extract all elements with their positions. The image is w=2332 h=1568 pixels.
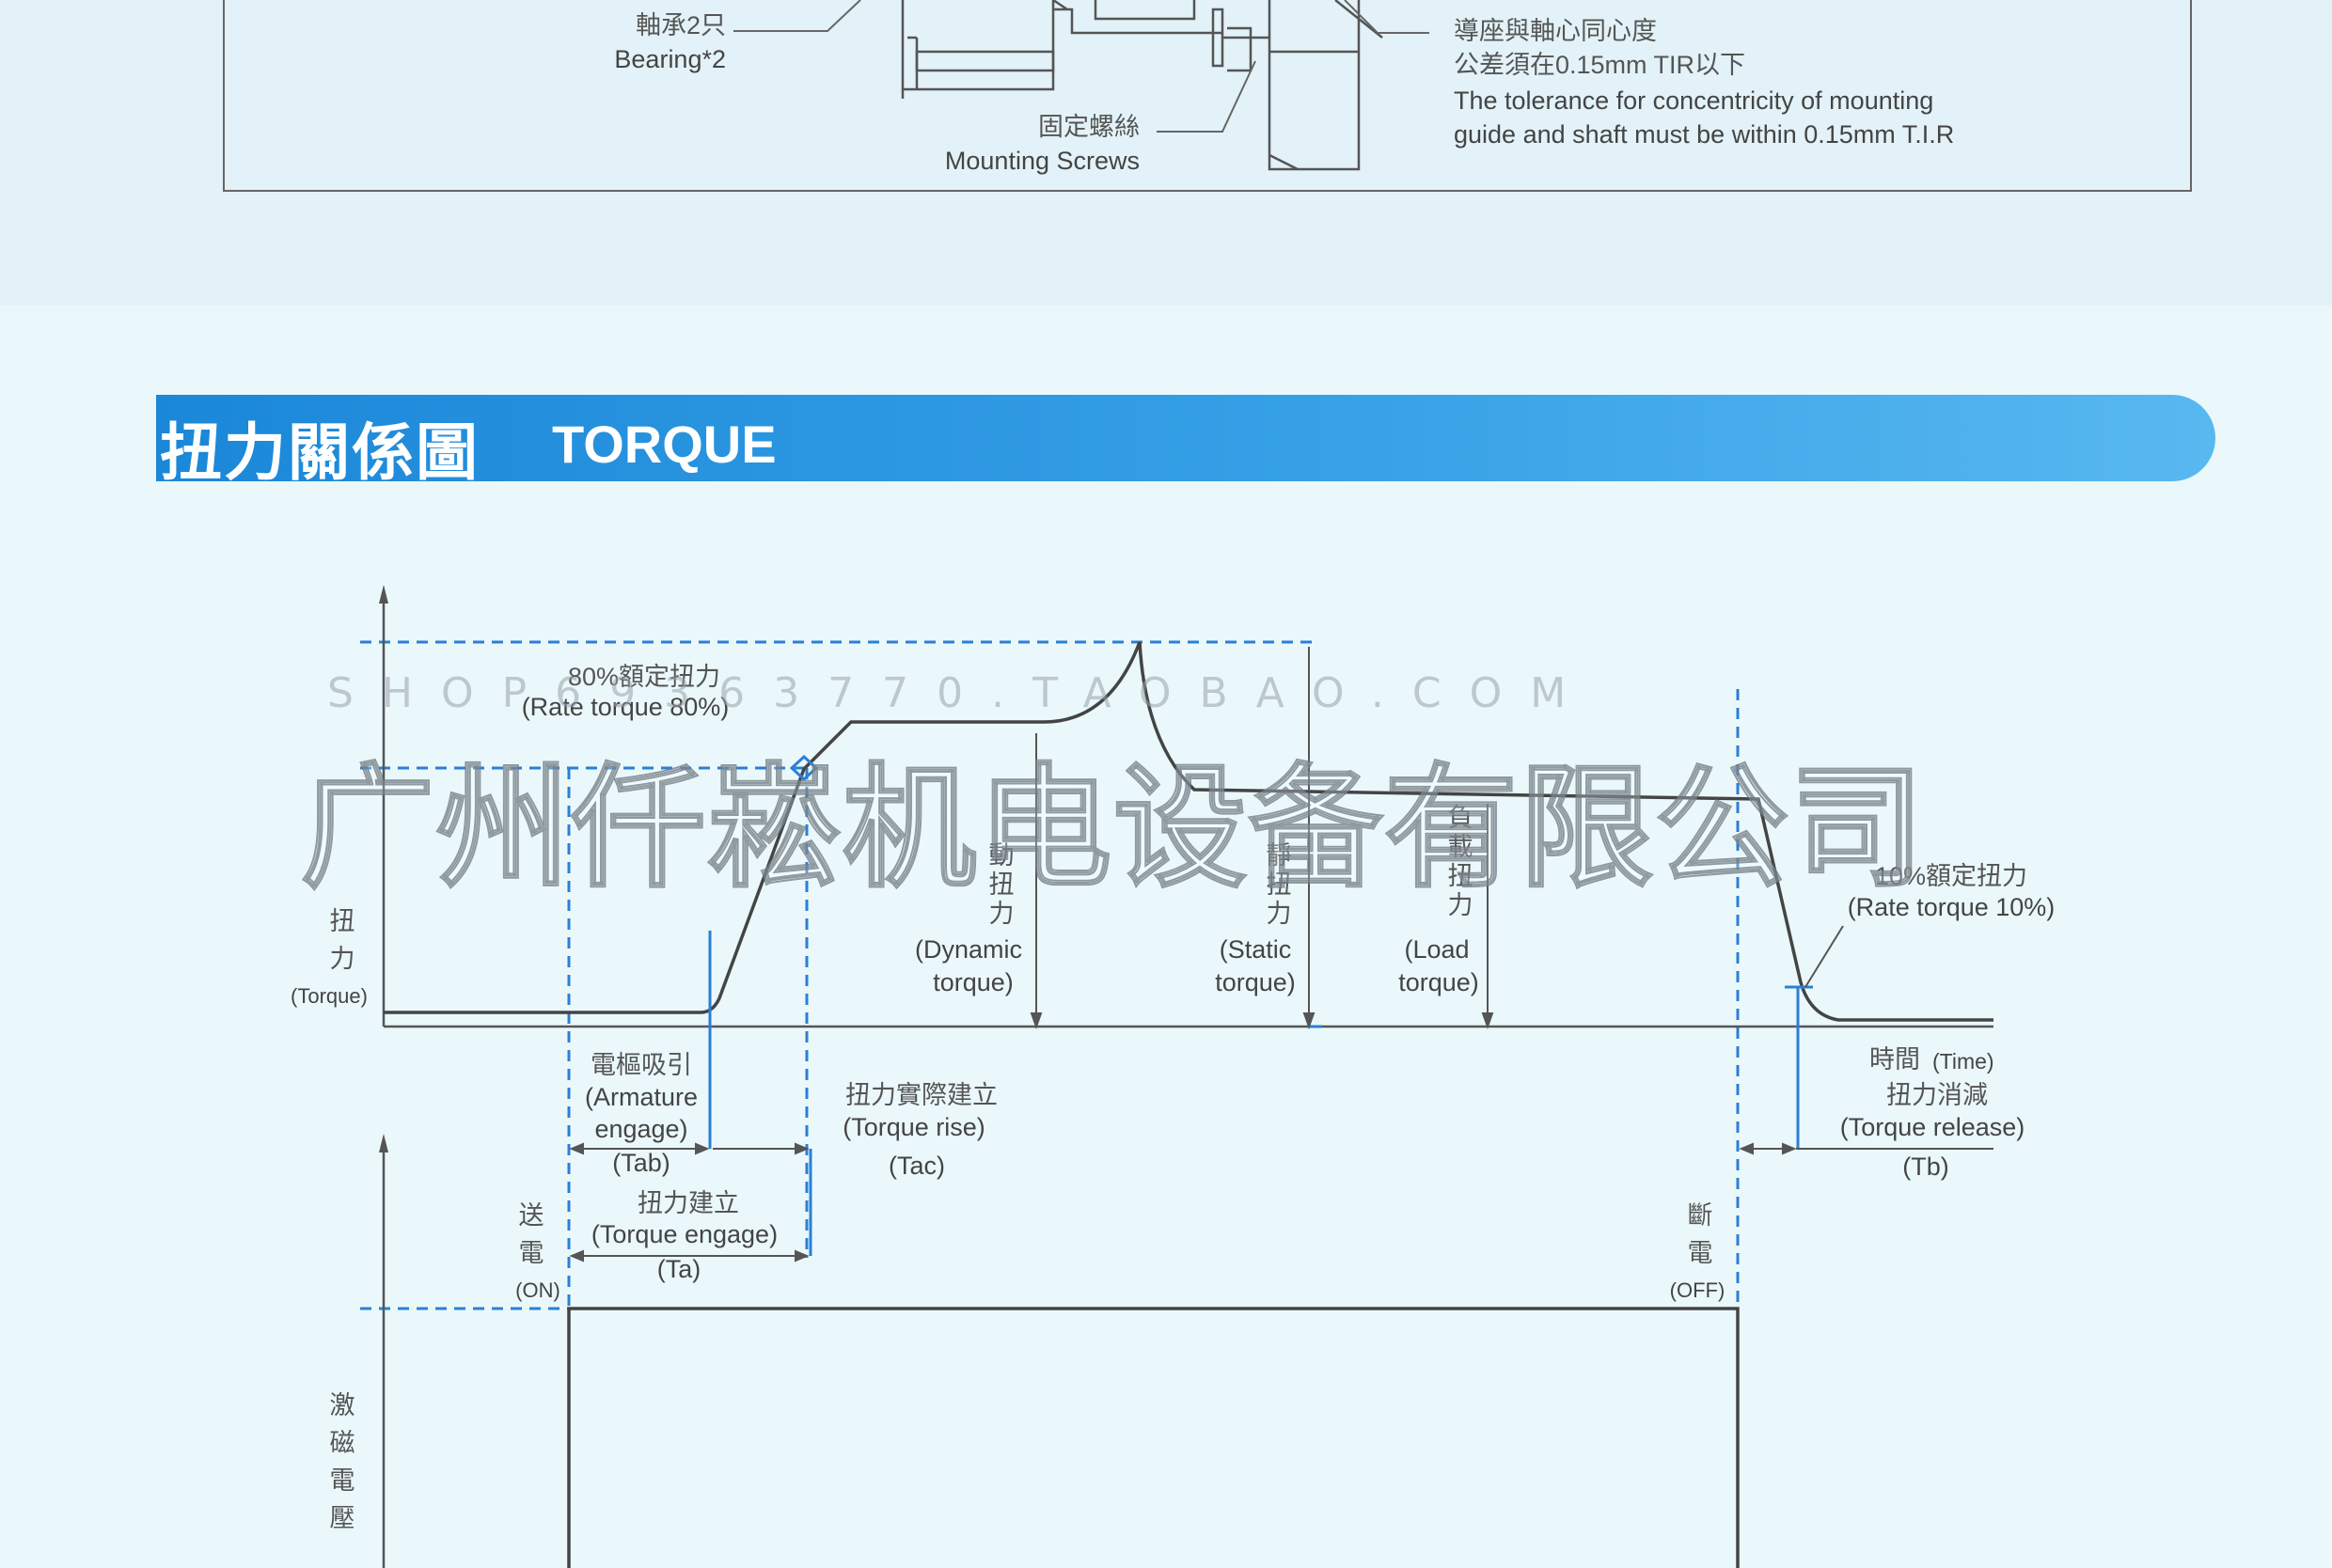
rate80-label-cn: 80%額定扭力 [567,663,721,691]
rate10-label-en: (Rate torque 10%) [1847,893,2056,921]
armature-label-cn: 電樞吸引 [591,1051,692,1079]
tb-label: (Tb) [1902,1152,1949,1181]
mounting-leader-lines [733,0,1429,133]
off-label-en: (OFF) [1669,1278,1725,1302]
static-torque-label-cn: 靜扭力 [1266,841,1292,929]
mounting-diagram-frame [223,0,2192,192]
dynamic-torque-label-en-1: (Dynamic [914,935,1023,964]
timing-dimension-lines [569,1142,1993,1262]
rate10-label-cn: 10%額定扭力 [1874,862,2028,890]
armature-label-en-1: (Armature [584,1083,699,1111]
section-title-cn: 扭力關係圖 [160,417,480,487]
bearing-label-en: Bearing*2 [614,45,726,73]
torque-axis-arrow [379,585,388,604]
load-torque-label-en-1: (Load [1404,935,1470,964]
concentricity-label-cn-2: 公差須在0.15mm TIR以下 [1454,51,1746,79]
armature-label-en-2: engage) [594,1115,688,1143]
torque-rise-label-cn: 扭力實際建立 [845,1081,998,1109]
dynamic-torque-label-en-2: torque) [933,968,1014,996]
label-leaders [1804,925,1844,988]
rate80-label-en: (Rate torque 80%) [521,693,730,721]
torque-curve [384,641,1993,1022]
voltage-axis-label-cn: 激磁電壓 [329,1391,355,1532]
torque-axis-label-en: (Torque) [291,984,368,1008]
torque-release-label-cn: 扭力消減 [1886,1081,1988,1109]
ta-label: (Ta) [656,1255,701,1283]
watermark-shop-url: SHOP69363770.TAOBAO.COM [327,669,1595,717]
torque-axis-label-cn-1: 扭 [329,907,355,935]
static-torque-label-en-1: (Static [1219,935,1292,964]
voltage-axis-arrow [379,1134,388,1152]
on-label-cn-2: 電 [518,1239,544,1267]
screws-label-cn: 固定螺絲 [1038,113,1140,141]
torque-dimension-arrows [1030,647,1494,1029]
load-torque-label-cn: 負載扭力 [1447,804,1473,920]
torque-axis-label-cn-2: 力 [329,945,355,973]
tac-label: (Tac) [889,1152,945,1180]
section-title-en: TORQUE [552,415,777,474]
concentricity-label-cn-1: 導座與軸心同心度 [1454,17,1657,45]
off-label-cn-1: 斷 [1687,1201,1713,1230]
on-label-en: (ON) [515,1278,560,1302]
time-label-cn: 時間 [1869,1045,1920,1074]
screws-label-en: Mounting Screws [944,147,1140,175]
concentricity-label-en-1: The tolerance for concentricity of mount… [1454,86,1934,115]
voltage-pulse [567,1307,1740,1568]
rate80-marker [789,754,819,782]
static-torque-label-en-2: torque) [1215,968,1296,996]
dynamic-torque-label-cn: 動扭力 [988,841,1015,929]
torque-engage-label-cn: 扭力建立 [638,1189,739,1217]
section-title-band [156,395,2215,481]
off-label-cn-2: 電 [1687,1239,1713,1267]
guide-dashed-lines [360,640,1740,1310]
mounting-panel-band [0,0,2332,306]
mounting-drawing [901,0,1383,171]
torque-engage-label-en: (Torque engage) [591,1220,779,1248]
concentricity-label-en-2: guide and shaft must be within 0.15mm T.… [1454,120,1955,149]
bearing-label-cn: 軸承2只 [635,11,726,39]
watermark-company-name: 广州仟崧机电设备有限公司 [300,750,1926,907]
torque-rise-label-en: (Torque rise) [843,1113,985,1141]
torque-release-label-en: (Torque release) [1839,1113,2025,1141]
time-label-en: (Time) [1932,1049,1994,1074]
load-torque-label-en-2: torque) [1398,968,1479,996]
tab-label: (Tab) [612,1149,670,1177]
on-label-cn-1: 送 [518,1201,544,1230]
